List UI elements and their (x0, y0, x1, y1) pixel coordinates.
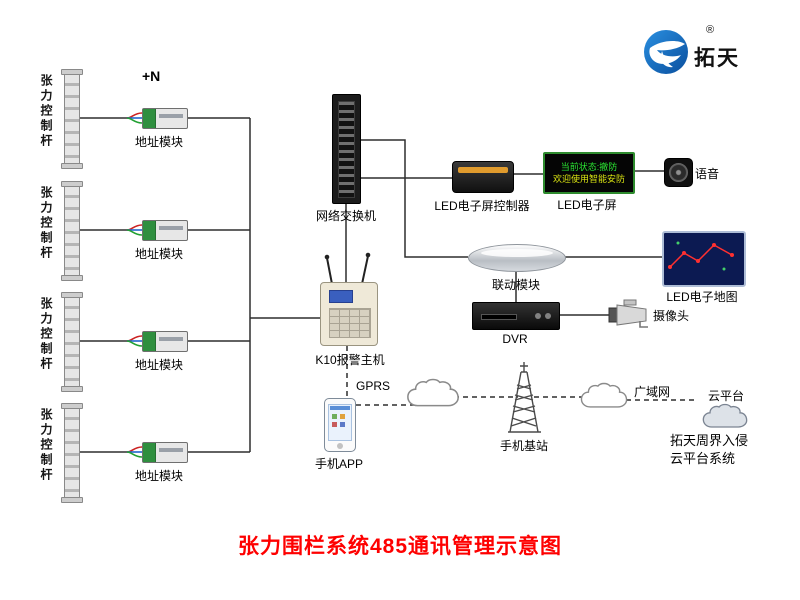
address-module (126, 106, 188, 130)
k10-body (320, 282, 378, 346)
k10-lcd-screen (329, 290, 353, 303)
led-screen-text-line2: 欢迎使用智能安防 (552, 174, 625, 184)
pole-bar-icon (61, 292, 83, 392)
tension-pole: 张力控制杆 (38, 292, 84, 392)
cloud-icon (407, 378, 459, 407)
mobile-phone-icon (324, 398, 356, 452)
camera-label: 摄像头 (653, 309, 690, 323)
module-body (142, 220, 188, 241)
address-module-label: 地址模块 (134, 469, 183, 483)
map-trace-icon (668, 241, 734, 271)
address-module (126, 218, 188, 242)
base-station-label: 手机基站 (499, 439, 548, 453)
pole-bar-icon (61, 403, 83, 503)
module-body (142, 331, 188, 352)
pole-label: 张力控制杆 (39, 74, 53, 149)
led-screen-text-line1: 当前状态:撤防 (560, 162, 618, 172)
pole-label: 张力控制杆 (39, 297, 53, 372)
speaker-icon (664, 158, 693, 187)
cloud-platform-icon (702, 403, 748, 428)
pole-label: 张力控制杆 (39, 408, 53, 483)
dvr-disc-slot (481, 314, 517, 320)
logo-globe-icon (644, 30, 688, 74)
network-switch (332, 94, 361, 204)
dvr-device (472, 302, 560, 330)
led-electronic-map (662, 231, 746, 287)
module-wires-icon (126, 446, 143, 458)
switch-ports-icon (338, 101, 355, 198)
k10-label: K10报警主机 (315, 353, 385, 367)
module-terminal (143, 221, 156, 240)
network-switch-label: 网络交换机 (315, 209, 376, 223)
address-module-label: 地址模块 (134, 135, 183, 149)
brand-logo: ® 拓天 (636, 22, 786, 82)
plus-n-marker: +N (142, 68, 161, 84)
led-controller-label: LED电子屏控制器 (434, 199, 530, 213)
wan-label: 广域网 (634, 385, 671, 399)
tension-pole: 张力控制杆 (38, 69, 84, 169)
brand-name: 拓天 (694, 47, 740, 70)
module-terminal (143, 109, 156, 128)
base-station-tower-icon (508, 362, 541, 433)
speaker-cone-icon (669, 163, 688, 182)
pole-bar-icon (61, 181, 83, 281)
pole-bar-icon (61, 69, 83, 169)
module-terminal (143, 332, 156, 351)
module-body (142, 442, 188, 463)
pole-label: 张力控制杆 (39, 186, 53, 261)
phone-screen (328, 404, 352, 441)
module-body (142, 108, 188, 129)
phone-app-label: 手机APP (314, 457, 363, 471)
linkage-module-label: 联动模块 (491, 278, 540, 292)
address-module-label: 地址模块 (134, 247, 183, 261)
address-module (126, 329, 188, 353)
cloud-icon (580, 382, 628, 408)
dvr-label: DVR (502, 332, 528, 346)
cloud-system-caption-line1: 拓天周界入侵 (670, 433, 749, 448)
k10-keypad (329, 308, 371, 338)
gprs-label: GPRS (356, 379, 391, 393)
antenna-icon (324, 252, 371, 284)
led-map-label: LED电子地图 (666, 290, 738, 304)
linkage-module (468, 244, 566, 272)
cloud-system-caption-line2: 云平台系统 (670, 451, 736, 466)
address-module-label: 地址模块 (134, 358, 183, 372)
registered-mark: ® (706, 24, 715, 36)
module-wires-icon (126, 335, 143, 347)
k10-alarm-host (318, 252, 380, 346)
cloud-platform-label: 云平台 (707, 389, 744, 403)
module-wires-icon (126, 112, 143, 124)
camera-icon (608, 299, 648, 328)
led-display-screen: 当前状态:撤防 欢迎使用智能安防 (543, 152, 635, 194)
module-terminal (143, 443, 156, 462)
led-screen-controller (452, 161, 514, 193)
led-screen-label: LED电子屏 (557, 198, 617, 212)
voice-label: 语音 (695, 167, 720, 181)
diagram-title: 张力围栏系统485通讯管理示意图 (237, 535, 563, 558)
module-wires-icon (126, 224, 143, 236)
tension-pole: 张力控制杆 (38, 403, 84, 503)
tension-pole: 张力控制杆 (38, 181, 84, 281)
address-module (126, 440, 188, 464)
dvr-buttons (535, 313, 541, 319)
